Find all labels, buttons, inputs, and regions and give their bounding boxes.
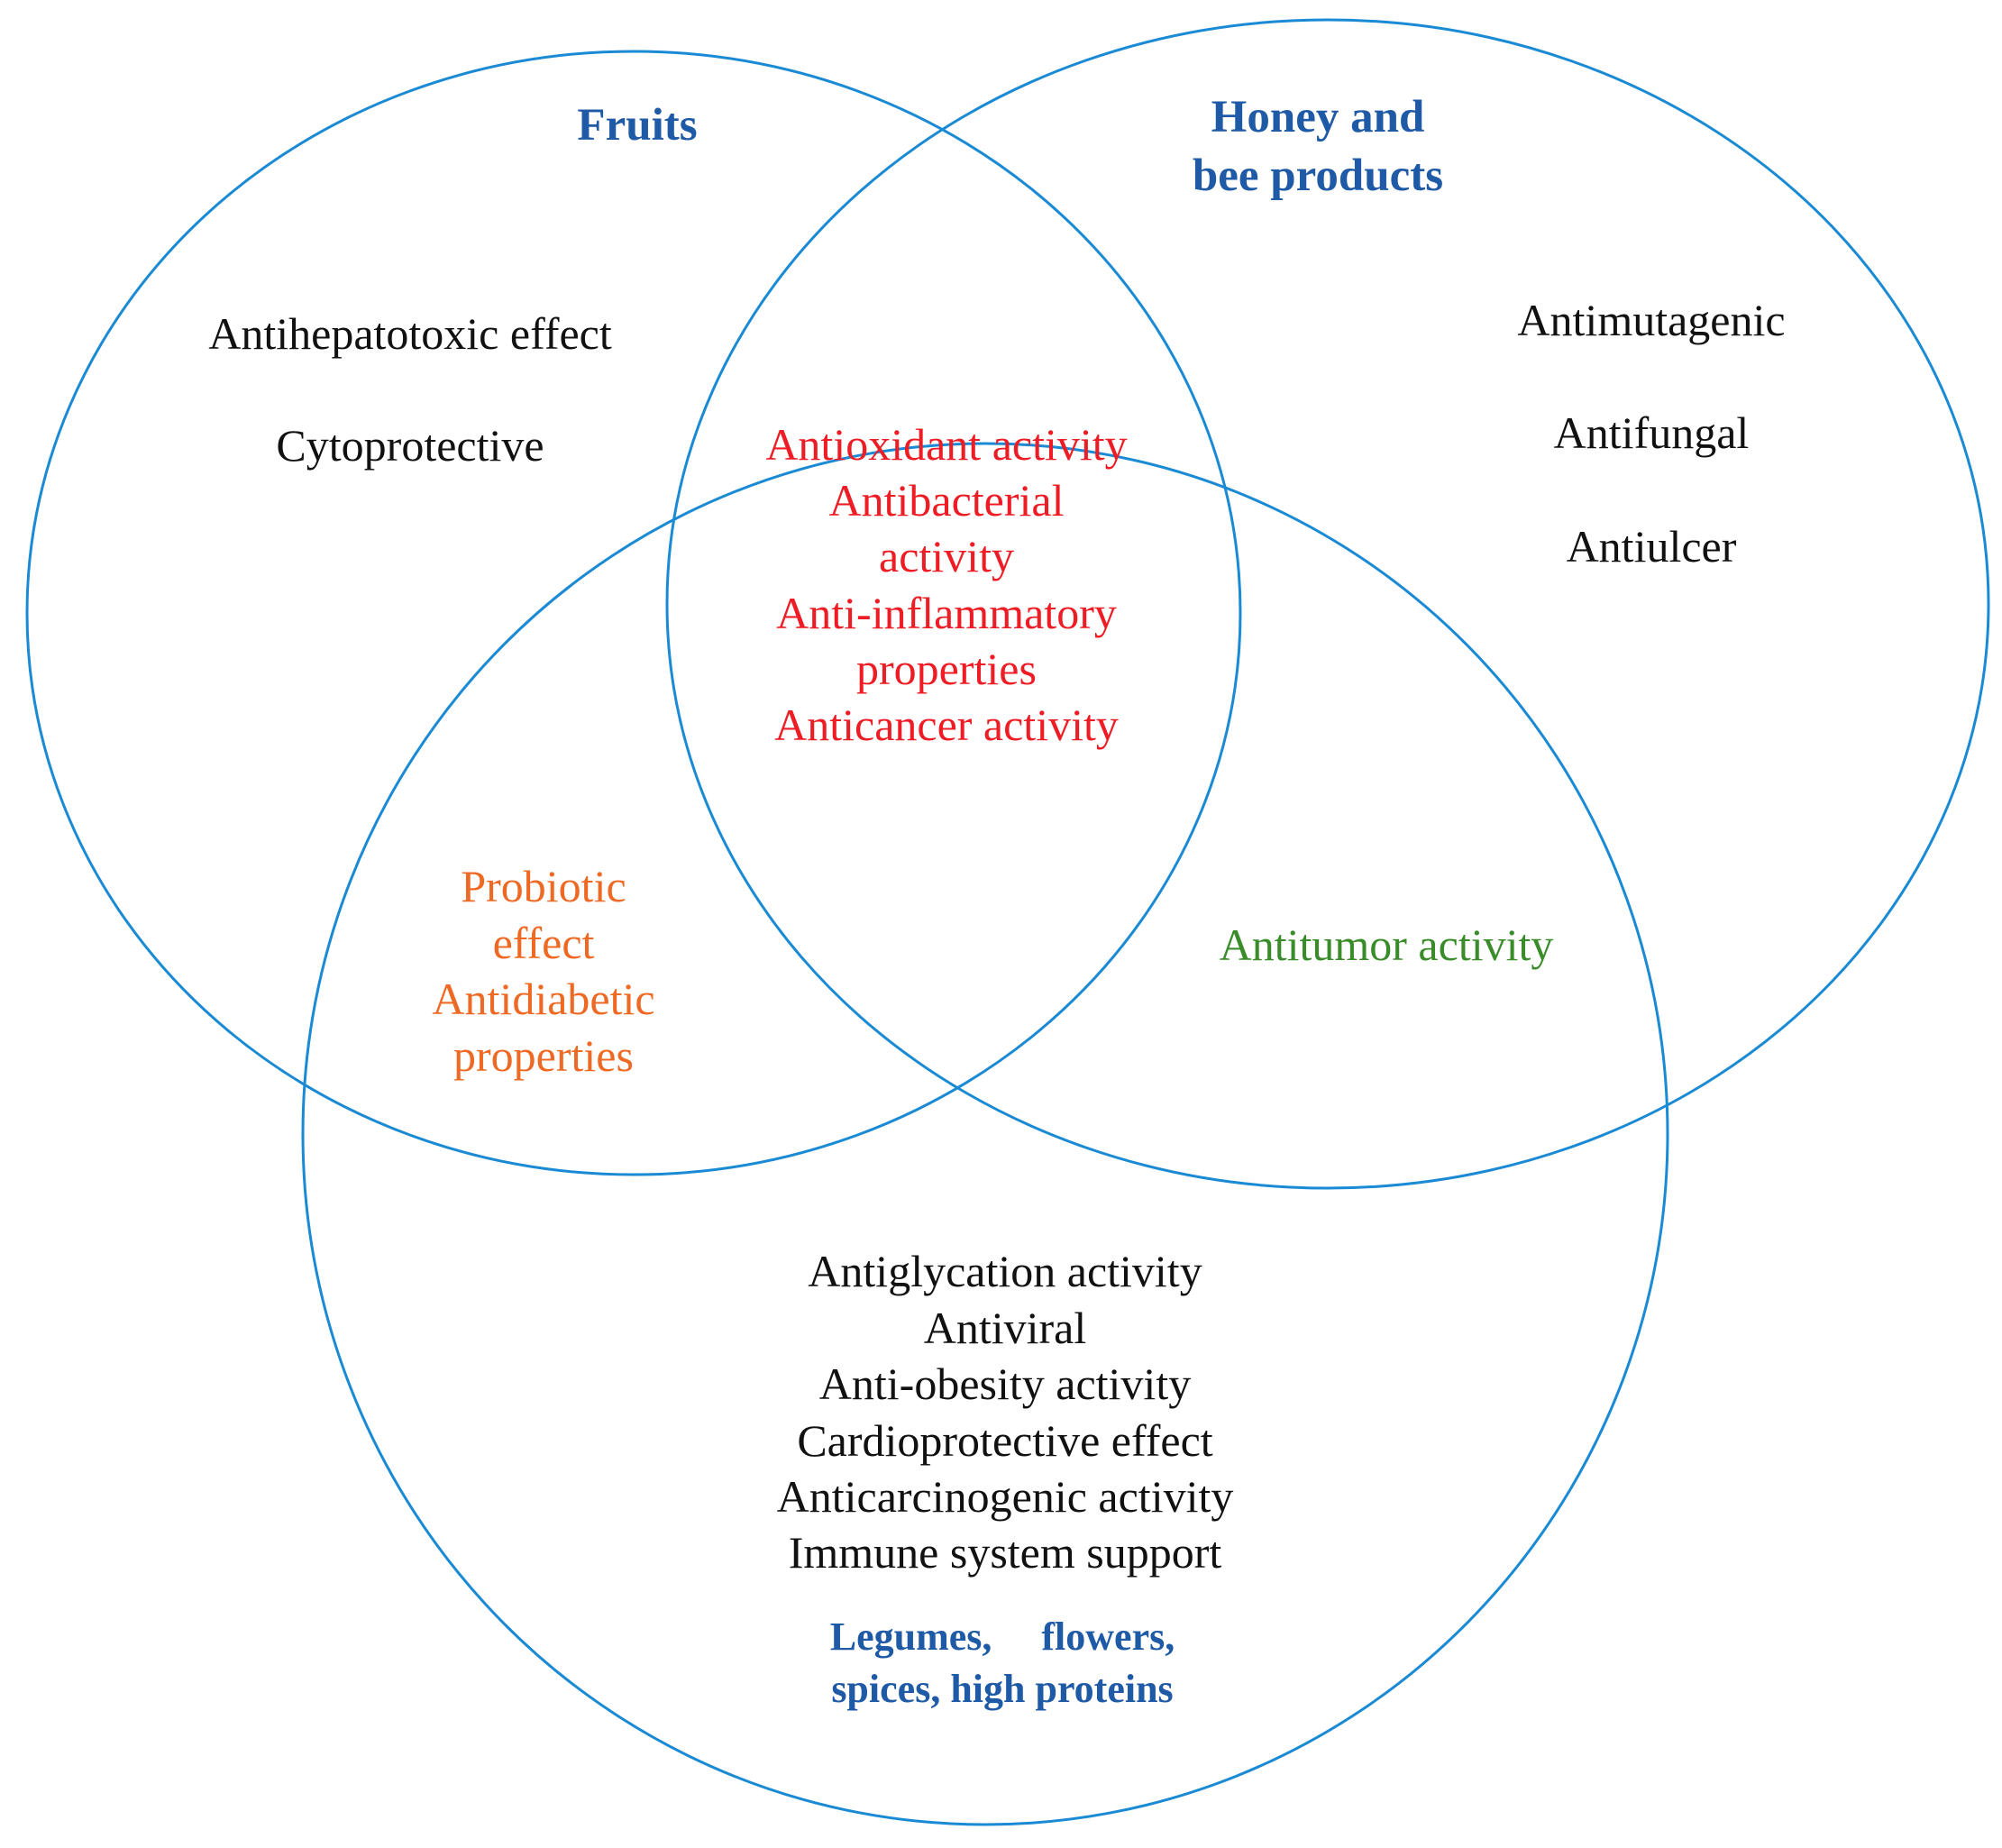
honey-title-line-2: bee products — [1193, 151, 1443, 201]
common-item: Antibacterial — [829, 475, 1065, 526]
common-item: Anticancer activity — [774, 700, 1119, 750]
fruits-legumes-item: Probiotic — [461, 861, 626, 911]
fruits-item: Antihepatotoxic effect — [208, 308, 612, 359]
legumes-item: Antiglycation activity — [808, 1246, 1202, 1296]
legumes-item: Immune system support — [789, 1527, 1222, 1578]
legumes-title-line-1: Legumes, flowers, — [830, 1615, 1175, 1659]
common-item: activity — [879, 531, 1014, 581]
fruits-item: Cytoprotective — [276, 420, 544, 471]
fruits-circle — [25, 50, 1242, 1176]
legumes-item: Antiviral — [924, 1303, 1087, 1353]
honey-item: Antifungal — [1554, 407, 1750, 458]
honey-bee-products-circle — [665, 18, 1990, 1190]
legumes-item: Anti-obesity activity — [819, 1359, 1191, 1409]
legumes-flowers-spices-circle — [301, 442, 1669, 1826]
honey-item: Antimutagenic — [1517, 295, 1785, 345]
honey-item: Antiulcer — [1567, 521, 1737, 572]
legumes-item: Anticarcinogenic activity — [777, 1471, 1234, 1522]
fruits-legumes-item: effect — [493, 918, 595, 968]
common-item: properties — [856, 644, 1037, 694]
legumes-title-line-2: spices, high proteins — [831, 1667, 1173, 1711]
honey-title-line-1: Honey and — [1211, 92, 1425, 142]
fruits-legumes-item: properties — [453, 1030, 634, 1081]
fruits-legumes-item: Antidiabetic — [432, 974, 654, 1024]
common-item: Antioxidant activity — [765, 419, 1127, 470]
common-item: Anti-inflammatory — [776, 588, 1117, 638]
legumes-item: Cardioprotective effect — [797, 1415, 1212, 1466]
fruits-title: Fruits — [577, 100, 697, 151]
honey-legumes-item: Antitumor activity — [1220, 919, 1554, 970]
